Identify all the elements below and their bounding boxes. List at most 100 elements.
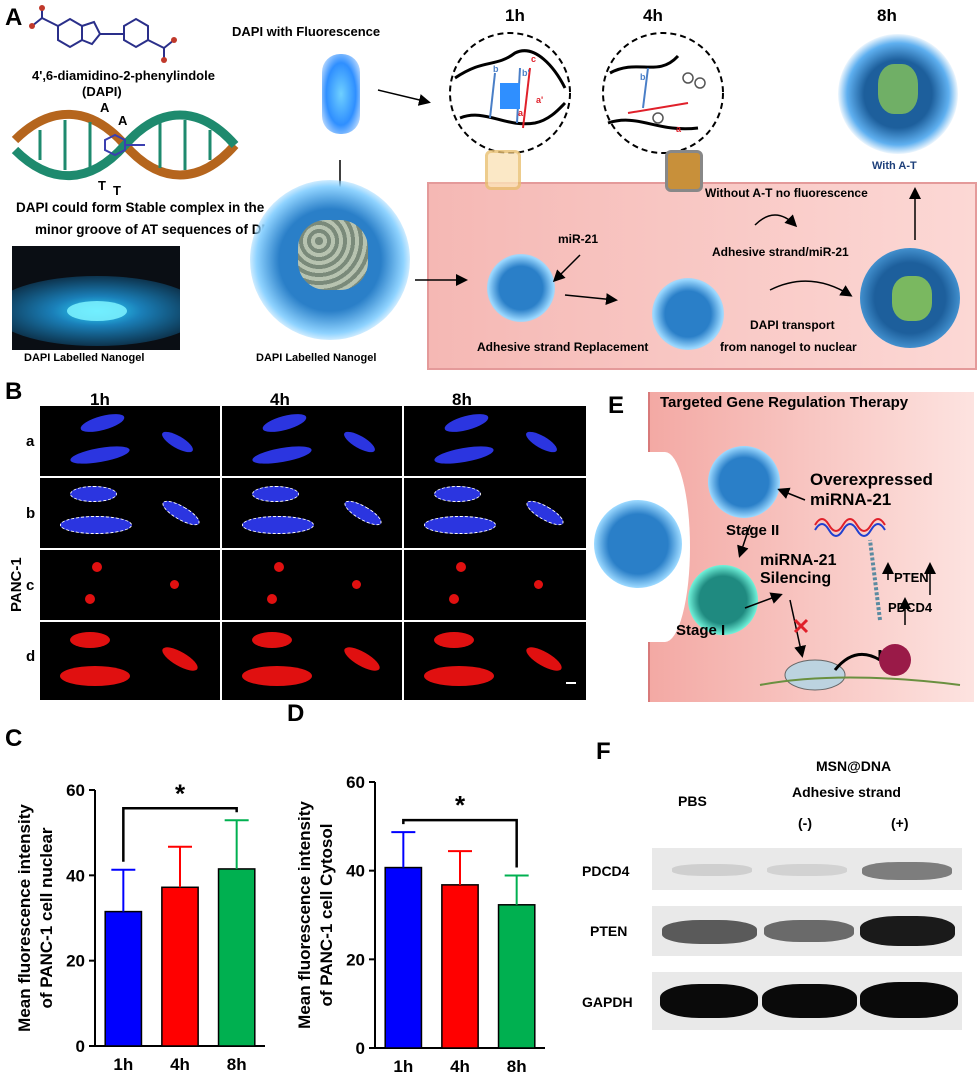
col-plus: (+) — [891, 815, 909, 831]
microscopy-grid — [40, 406, 586, 700]
x-tick-label: 8h — [507, 1057, 527, 1076]
dapi-fluorescent-icon — [322, 54, 360, 134]
bar-8h — [217, 868, 256, 1047]
bar-1h — [384, 866, 423, 1049]
nanogel-outside-icon — [594, 500, 682, 588]
base-a2: A — [118, 113, 128, 128]
y-label-line2: of PANC-1 cell nuclear — [37, 827, 56, 1008]
panel-d-label: D — [287, 700, 305, 727]
silencing-line1: miRNA-21 — [760, 552, 837, 569]
dapi-molecule-icon — [29, 5, 177, 63]
panel-b-col-8h: 8h — [452, 390, 472, 409]
micro-b-4h — [222, 478, 402, 548]
row-gapdh: GAPDH — [582, 994, 633, 1010]
y-label-line1: Mean fluorescence intensity — [295, 801, 314, 1029]
nanogel-stage1-icon — [688, 565, 758, 635]
scale-bar — [566, 682, 576, 684]
micro-d-8h — [404, 622, 586, 700]
row-pdcd4: PDCD4 — [582, 863, 630, 879]
panel-e-area — [600, 392, 974, 702]
lock-unlocked-icon — [665, 150, 703, 192]
x-tick-label: 1h — [393, 1057, 413, 1076]
micro-d-1h — [40, 622, 220, 700]
bar-4h — [441, 884, 479, 1049]
row-pten: PTEN — [590, 923, 628, 939]
blot-pten — [652, 906, 962, 956]
stage1-label: Stage I — [676, 622, 726, 639]
overexpressed-line1: Overexpressed — [810, 470, 933, 489]
significance-star: * — [455, 790, 466, 820]
petri-dish-photo — [12, 246, 180, 350]
strand-a-label: a — [518, 108, 524, 118]
header-adhesive: Adhesive strand — [792, 784, 901, 800]
pten-label: PTEN — [894, 570, 929, 585]
strand-a2-label: a — [676, 124, 682, 134]
dapi-name: 4',6-diamidino-2-phenylindole — [32, 68, 215, 83]
panel-a-time-8h: 8h — [877, 6, 897, 25]
adhesive-mir21-label: Adhesive strand/miR-21 — [712, 245, 849, 259]
nanogel-8h-icon — [838, 34, 958, 154]
x-tick-label: 8h — [227, 1055, 247, 1074]
panel-e-diagram — [737, 487, 961, 691]
x-tick-label: 4h — [170, 1055, 190, 1074]
nanogel-caption: DAPI Labelled Nanogel — [256, 352, 377, 364]
y-tick-label: 60 — [346, 773, 365, 792]
blot-gapdh — [652, 972, 962, 1030]
nanogel-stage2-icon — [708, 446, 780, 518]
mir21-label: miR-21 — [558, 232, 599, 246]
panel-f-label: F — [596, 738, 611, 765]
y-tick-label: 40 — [66, 866, 85, 885]
photo-caption: DAPI Labelled Nanogel — [24, 352, 145, 364]
strand-b-prime-label: b' — [522, 68, 530, 78]
micro-a-8h — [404, 406, 586, 476]
base-a1: A — [100, 100, 110, 115]
without-at-label: Without A-T no fluorescence — [705, 186, 868, 200]
with-at-label: With A-T — [872, 160, 917, 172]
large-nanogel-icon — [250, 180, 410, 340]
strand-c-label: c — [531, 54, 537, 64]
stable-complex-line2: minor groove of AT sequences of DNA — [35, 222, 282, 237]
panel-c-label: C — [5, 725, 23, 752]
silencing-line2: Silencing — [760, 570, 832, 587]
bar-1h — [104, 910, 143, 1047]
panel-b-row-c: c — [26, 577, 35, 594]
strand-b-label: b — [493, 64, 499, 74]
blot-pdcd4 — [652, 848, 962, 890]
micro-c-4h — [222, 550, 402, 620]
base-t1: T — [98, 178, 106, 193]
dapi-abbr: (DAPI) — [82, 84, 122, 99]
panel-b-row-d: d — [26, 648, 36, 665]
overexpressed-line2: miRNA-21 — [810, 490, 892, 509]
header-msn: MSN@DNA — [816, 758, 892, 774]
stage2-label: Stage II — [726, 522, 780, 539]
y-tick-label: 0 — [76, 1037, 85, 1056]
micro-b-8h — [404, 478, 586, 548]
y-tick-label: 60 — [66, 781, 85, 800]
x-tick-label: 1h — [113, 1055, 133, 1074]
base-t2: T — [113, 183, 121, 198]
bar-4h — [161, 886, 199, 1047]
col-pbs: PBS — [678, 793, 707, 809]
panel-e-title: Targeted Gene Regulation Therapy — [660, 394, 909, 411]
lock-locked-icon — [485, 150, 521, 190]
x-tick-label: 4h — [450, 1057, 470, 1076]
adhesive-replacement-label: Adhesive strand Replacement — [477, 340, 649, 354]
dapi-transport-line2: from nanogel to nuclear — [720, 340, 857, 354]
y-tick-label: 20 — [346, 950, 365, 969]
micro-a-4h — [222, 406, 402, 476]
micro-c-8h — [404, 550, 586, 620]
nanogel-cytoplasm-1 — [487, 254, 555, 322]
panel-b-cell-line: PANC-1 — [8, 557, 25, 612]
dapi-fluor-label: DAPI with Fluorescence — [232, 24, 381, 39]
panel-b-row-a: a — [26, 433, 35, 450]
panel-b-row-b: b — [26, 505, 36, 522]
significance-bracket — [402, 818, 518, 868]
panel-b-col-4h: 4h — [270, 390, 290, 409]
panel-a-time-1h: 1h — [505, 6, 525, 25]
bar-8h — [497, 904, 536, 1049]
stable-complex-line1: DAPI could form Stable complex in the — [16, 200, 265, 215]
panel-a-flow-arrows — [415, 187, 921, 306]
